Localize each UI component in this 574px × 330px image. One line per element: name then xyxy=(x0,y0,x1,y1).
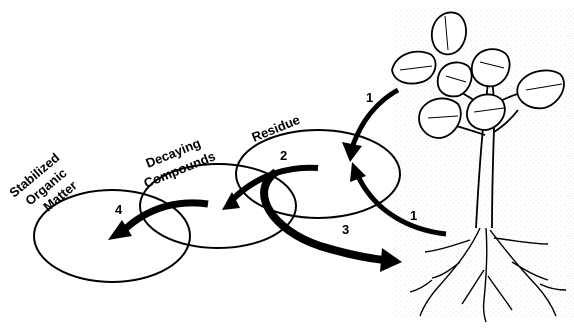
arrowhead xyxy=(350,162,366,182)
arrowhead xyxy=(222,192,240,210)
plant-leaf xyxy=(431,11,467,56)
stage-labels: Residue Decaying Compounds Stabilized Or… xyxy=(6,112,302,214)
arrow-number-root-to-residue: 1 xyxy=(410,208,417,223)
cycle-rings xyxy=(33,129,401,283)
arrow-number-plant-to-residue: 1 xyxy=(366,90,373,105)
arrow-number-decaying-to-stabilized: 4 xyxy=(115,202,123,217)
arrow-root-to-residue xyxy=(355,174,447,237)
stabilized-ring xyxy=(33,189,191,283)
arrows xyxy=(108,87,447,272)
leaf-veins xyxy=(399,15,563,119)
plant-leaf xyxy=(466,93,506,131)
arrowhead xyxy=(342,142,362,162)
arrow-number-residue-to-decaying: 2 xyxy=(280,148,287,163)
plant-leaf xyxy=(418,97,462,139)
plant-leaf xyxy=(391,50,437,85)
residue-ring xyxy=(235,129,401,219)
label-residue: Residue xyxy=(250,112,303,145)
arrow-residue-to-roots xyxy=(260,168,385,264)
plant-roots xyxy=(409,227,567,323)
plant-leaf xyxy=(470,48,511,88)
arrow-numbers: 1 1 2 3 4 xyxy=(115,90,417,237)
arrowhead xyxy=(108,220,132,240)
arrow-decaying-to-stabilized xyxy=(121,199,209,233)
plant xyxy=(391,11,565,229)
arrow-number-residue-to-roots: 3 xyxy=(342,222,349,237)
plant-leaf xyxy=(436,61,473,98)
decaying-ring xyxy=(139,163,297,249)
plant-leaf xyxy=(516,69,565,110)
plant-branch xyxy=(493,109,519,133)
arrow-plant-to-residue xyxy=(349,87,400,149)
arrowhead xyxy=(380,248,402,272)
